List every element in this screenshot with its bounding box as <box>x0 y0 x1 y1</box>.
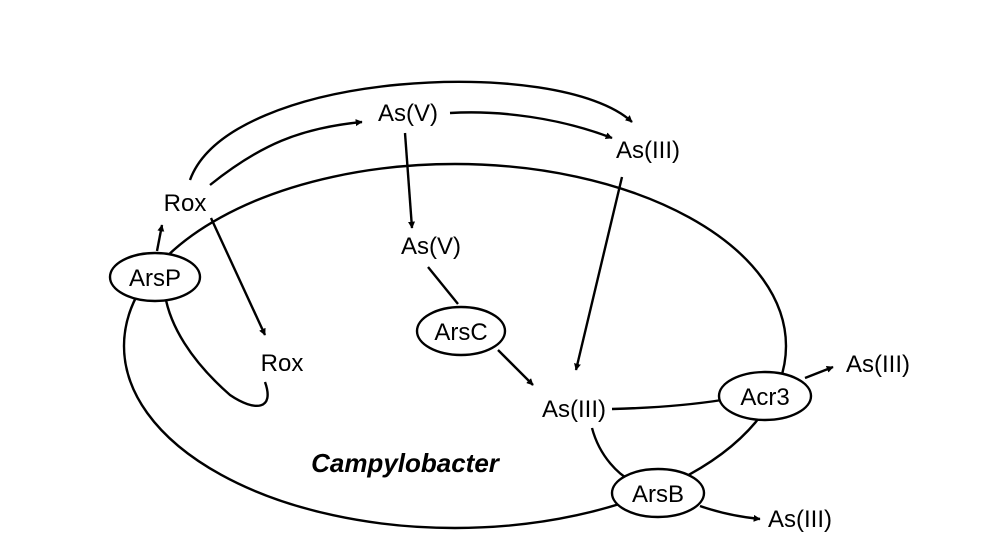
connector-as3-to-acr3 <box>611 398 723 411</box>
arrow-rox-to-as3-outside <box>188 80 633 181</box>
acr3-shape <box>717 370 813 422</box>
rox-inside-label: Rox <box>261 350 304 377</box>
arsp-label: ArsP <box>129 265 181 292</box>
rox-outside-label: Rox <box>164 190 207 217</box>
arrow-rox-to-inner-rox <box>209 217 267 336</box>
arrow-arsc-to-as3 <box>497 349 534 386</box>
arrow-as5-to-as3-outside <box>449 111 613 140</box>
node-arsb: ArsB <box>610 467 706 519</box>
arsc-shape <box>415 305 507 357</box>
as3-inside-label: As(III) <box>542 396 606 423</box>
connector-inner-rox-to-arsp <box>163 294 269 407</box>
as3-exported-acr3-label: As(III) <box>846 351 910 378</box>
node-acr3: Acr3 <box>717 370 813 422</box>
arrow-arsb-export <box>699 504 761 522</box>
arrow-rox-to-as5-outside <box>209 119 363 186</box>
as3-outside-label: As(III) <box>616 137 680 164</box>
node-arsc: ArsC <box>415 305 507 357</box>
arsb-shape <box>610 467 706 519</box>
arsc-label: ArsC <box>434 319 487 346</box>
connector-as5-to-arsc <box>427 266 459 305</box>
as5-inside-label: As(V) <box>401 233 461 260</box>
arrow-as3-uptake <box>574 176 624 371</box>
connector-as3-to-arsb <box>590 427 631 482</box>
arsb-label: ArsB <box>632 481 684 508</box>
arrow-arsp-to-rox <box>155 224 165 252</box>
node-arsp: ArsP <box>108 251 202 303</box>
acr3-label: Acr3 <box>740 384 789 411</box>
arrow-as5-uptake <box>403 132 416 229</box>
as3-exported-arsb-label: As(III) <box>768 506 832 533</box>
arsp-shape <box>108 251 202 303</box>
organism-label: Campylobacter <box>311 448 501 478</box>
arrow-acr3-export <box>804 365 834 380</box>
as5-outside-label: As(V) <box>378 100 438 127</box>
cell-membrane <box>122 162 788 530</box>
